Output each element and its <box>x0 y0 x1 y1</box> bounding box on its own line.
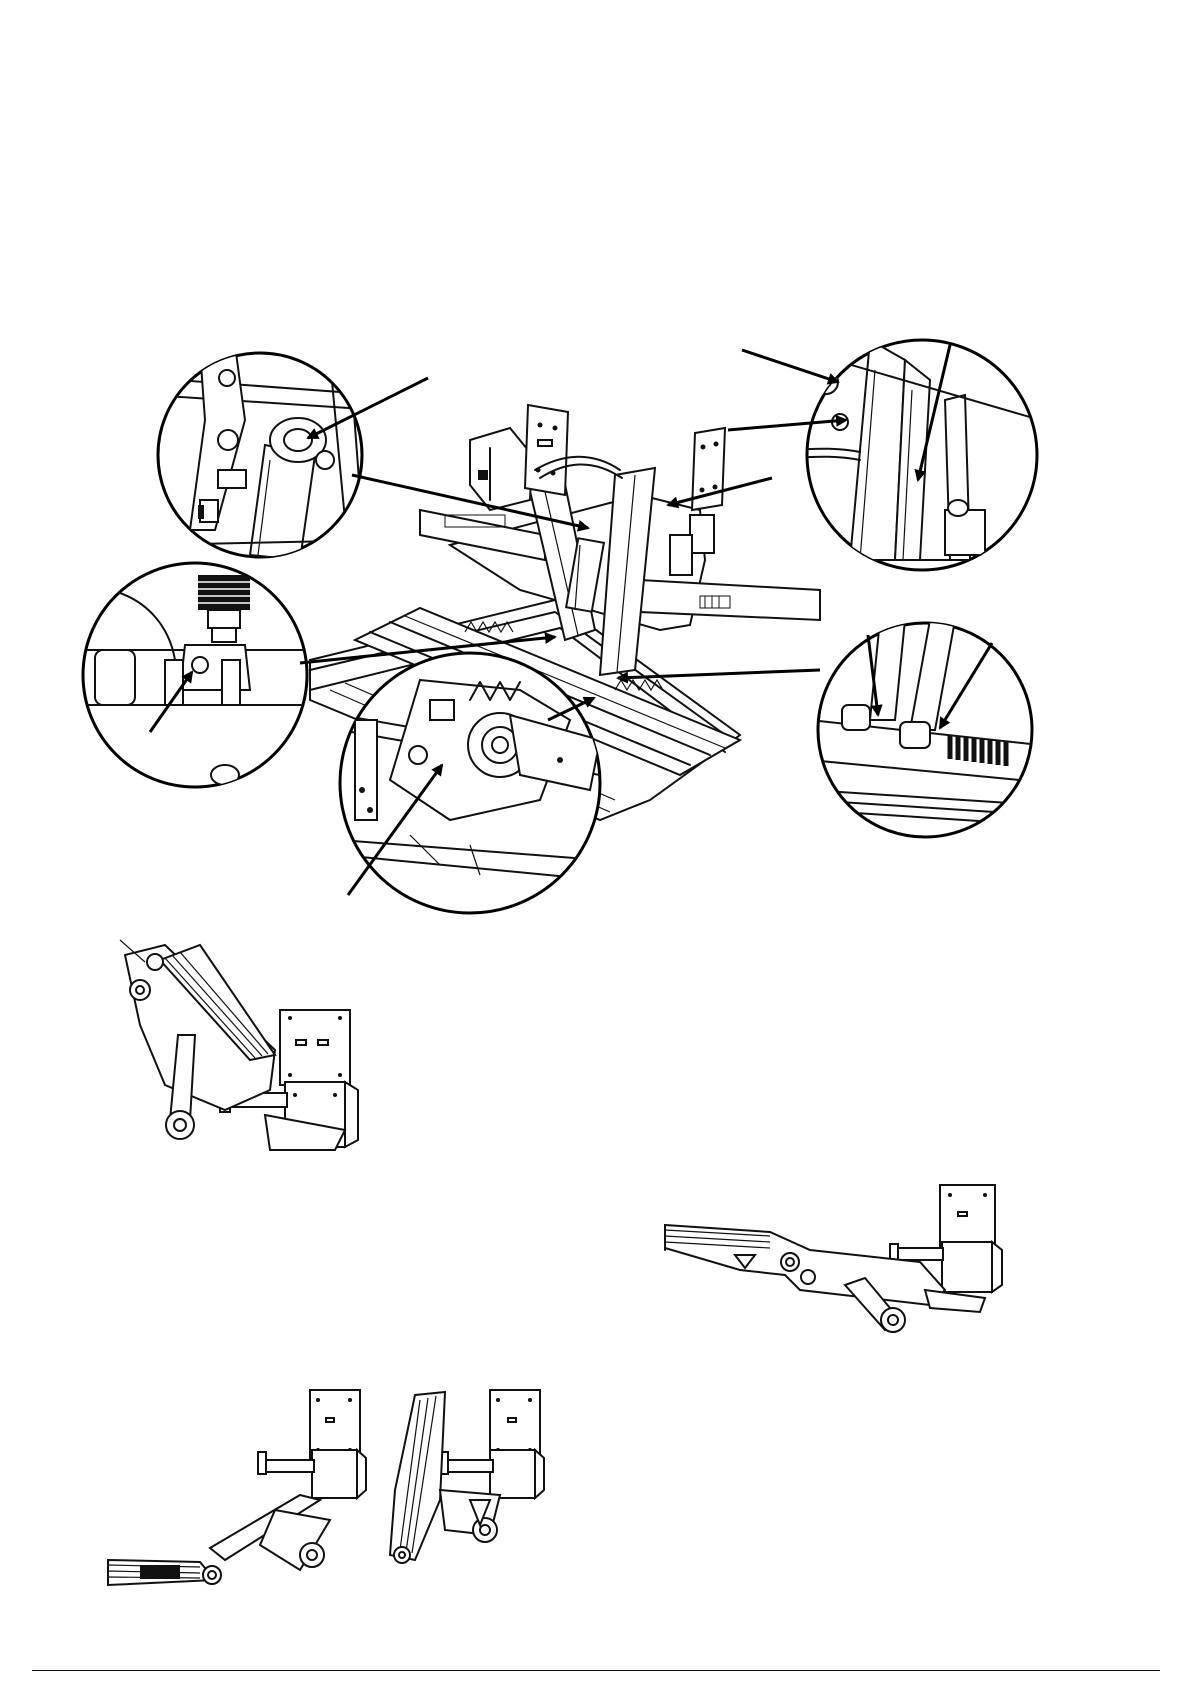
detail-lower-pivot-bearing <box>340 653 600 913</box>
side-view-raised <box>120 940 358 1150</box>
detail-actuator-mount <box>150 345 428 560</box>
detail-actuator-clevis <box>80 563 320 787</box>
side-view-lowered <box>108 1390 366 1585</box>
mounting-plate-left <box>525 405 568 495</box>
side-view-extended <box>665 1185 1002 1332</box>
side-view-folded <box>390 1390 544 1563</box>
motor-box <box>470 428 532 510</box>
footer-rule <box>32 1670 1160 1671</box>
detail-upper-pivot-pins <box>728 340 1040 570</box>
detail-rail-springs <box>810 620 1040 837</box>
